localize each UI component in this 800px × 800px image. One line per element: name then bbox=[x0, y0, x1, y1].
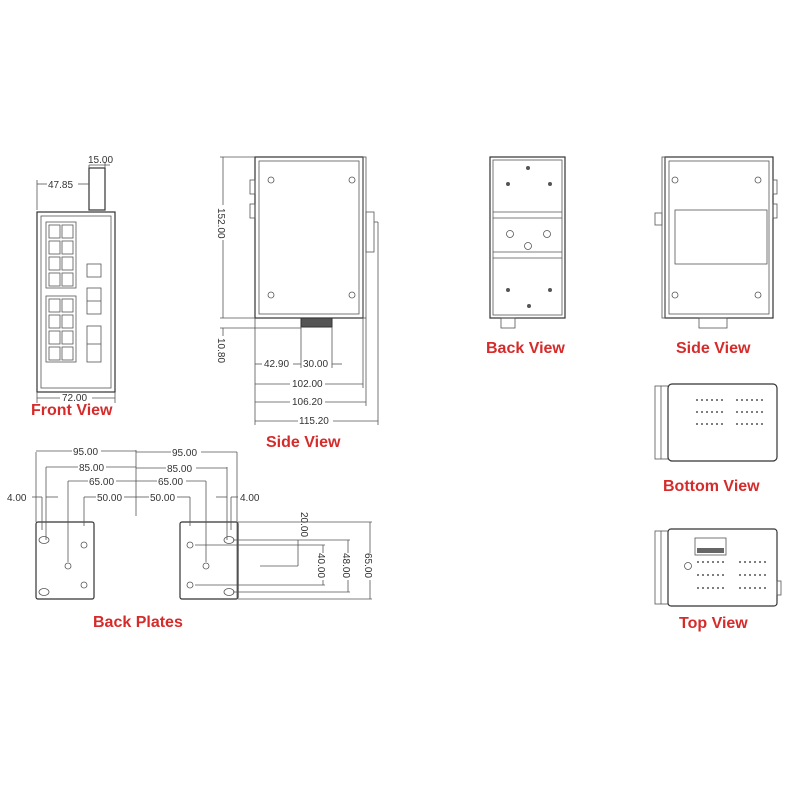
dim-bottom-offset: 10.80 bbox=[215, 338, 226, 363]
dim-terminal-width: 30.00 bbox=[303, 359, 328, 370]
top-view-label: Top View bbox=[679, 615, 748, 632]
dim-side-height: 152.00 bbox=[215, 208, 226, 239]
side-view-drawing bbox=[654, 156, 778, 329]
dim-v48: 48.00 bbox=[340, 553, 351, 578]
dim-v40: 40.00 bbox=[315, 553, 326, 578]
dim-depth-clip: 106.20 bbox=[292, 397, 323, 408]
back-view-label: Back View bbox=[486, 340, 565, 357]
back-plates-drawing: 95.00 95.00 85.00 85.00 65.00 65.00 50.0… bbox=[7, 447, 373, 600]
back-view-drawing bbox=[489, 156, 566, 329]
front-view-label: Front View bbox=[31, 402, 113, 419]
dim-depth-body: 102.00 bbox=[292, 379, 323, 390]
dim-v65: 65.00 bbox=[362, 553, 373, 578]
bottom-view-drawing bbox=[654, 383, 778, 462]
top-view-drawing bbox=[654, 528, 782, 607]
dim-slot-right: 4.00 bbox=[240, 493, 260, 504]
side-view-label: Side View bbox=[676, 340, 751, 357]
front-view-drawing: 15.00 47.85 bbox=[36, 155, 116, 404]
dim-front-width: 72.00 bbox=[62, 393, 87, 404]
dim-antenna-offset: 47.85 bbox=[48, 180, 73, 191]
dim-mid-left: 85.00 bbox=[79, 463, 104, 474]
dim-inner-left: 65.00 bbox=[89, 477, 114, 488]
dim-slot-left: 4.00 bbox=[7, 493, 27, 504]
dim-hole-right: 50.00 bbox=[150, 493, 175, 504]
dim-mid-right: 85.00 bbox=[167, 464, 192, 475]
dim-terminal-offset: 42.90 bbox=[264, 359, 289, 370]
dim-hole-left: 50.00 bbox=[97, 493, 122, 504]
bottom-view-label: Bottom View bbox=[663, 478, 760, 495]
dim-v20: 20.00 bbox=[298, 512, 309, 537]
side-view-dimensioned-drawing: 152.00 10.80 42.90 30.00 102.00 106.20 1… bbox=[215, 156, 379, 427]
dim-depth-total: 115.20 bbox=[299, 416, 329, 427]
dim-antenna-width: 15.00 bbox=[88, 155, 113, 166]
dim-inner-right: 65.00 bbox=[158, 477, 183, 488]
dim-outer-right: 95.00 bbox=[172, 448, 197, 459]
dim-outer-left: 95.00 bbox=[73, 447, 98, 458]
side-view-dimensioned-label: Side View bbox=[266, 434, 341, 451]
back-plates-label: Back Plates bbox=[93, 614, 183, 631]
